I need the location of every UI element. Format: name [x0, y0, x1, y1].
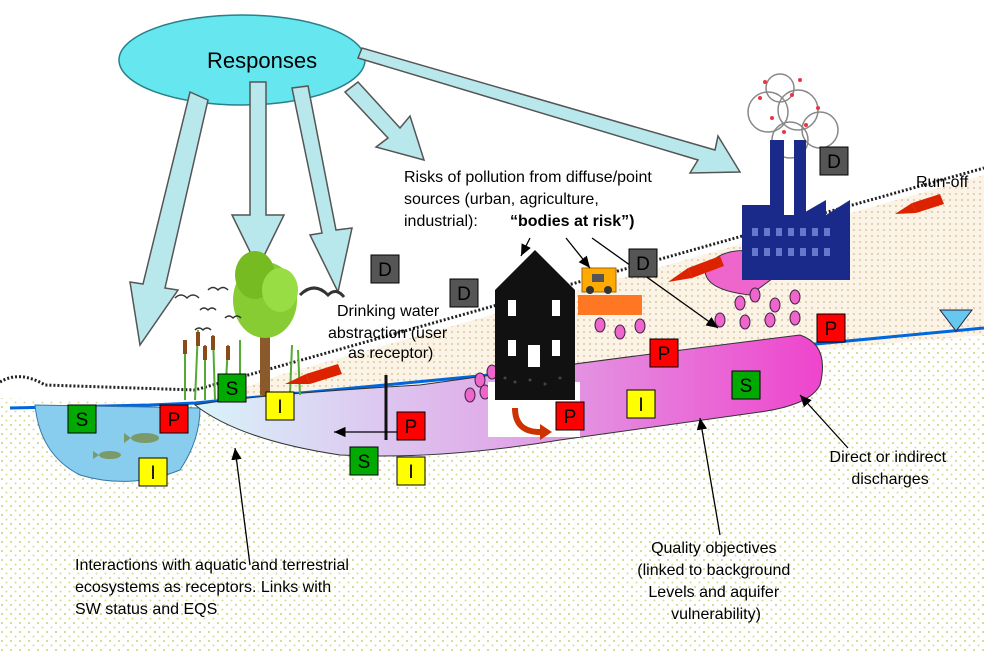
- response-arrow-1: [129, 90, 209, 347]
- badge-d-house: D: [449, 278, 479, 308]
- quality-line-1: Quality objectives: [651, 540, 776, 557]
- factory: [742, 73, 850, 280]
- pointer-arrows: [231, 237, 849, 566]
- house-discharge-arrow: [512, 407, 541, 435]
- smoke: [747, 73, 839, 159]
- land-surface-line: [0, 166, 984, 392]
- runoff-label: Run-off: [916, 174, 969, 191]
- quality-line-2: (linked to background: [637, 562, 790, 579]
- response-arrow-5: [356, 47, 742, 174]
- badge-i-2: I: [396, 456, 426, 486]
- drinking-water-label: Drinking water abstraction (user as rece…: [328, 303, 452, 362]
- interactions-line-2: ecosystems as receptors. Links with: [75, 579, 331, 596]
- badge-d-factory: D: [819, 146, 849, 176]
- response-arrow-4: [343, 80, 426, 162]
- svg-text:D: D: [457, 284, 471, 305]
- badge-s-1: S: [731, 370, 761, 400]
- risks-line-3: industrial):: [404, 213, 478, 230]
- quality-objectives-label: Quality objectives (linked to background…: [637, 540, 794, 623]
- svg-text:S: S: [226, 379, 239, 400]
- response-arrow-2: [230, 81, 286, 270]
- badge-s-tree: S: [217, 373, 247, 403]
- svg-text:S: S: [740, 376, 753, 397]
- drinking-line-2: abstraction (user: [328, 325, 448, 342]
- badges: D D D D P P P P P S S S S I I I I: [67, 146, 849, 487]
- badge-i-1: I: [626, 389, 656, 419]
- interactions-label: Interactions with aquatic and terrestria…: [75, 557, 353, 618]
- pollution-droplets: [464, 287, 801, 403]
- quality-line-3: Levels and aquifer: [648, 584, 779, 601]
- risks-label: Risks of pollution from diffuse/point so…: [404, 169, 656, 230]
- responses-label: Responses: [207, 48, 317, 73]
- svg-text:I: I: [150, 463, 155, 484]
- discharges-label: Direct or indirect discharges: [830, 449, 951, 488]
- svg-text:P: P: [825, 319, 838, 340]
- water-table-symbol: [938, 309, 974, 332]
- svg-text:D: D: [378, 260, 392, 281]
- badge-p-2: P: [649, 338, 679, 368]
- red-arrow-runoff: [912, 194, 944, 213]
- response-arrows: [129, 47, 742, 347]
- farm: [578, 267, 642, 315]
- response-arrow-3: [291, 85, 353, 295]
- badge-p-1: P: [816, 313, 846, 343]
- birds: [174, 286, 346, 332]
- discharges-line-1: Direct or indirect: [830, 449, 947, 466]
- svg-text:S: S: [358, 452, 371, 473]
- badge-i-tree: I: [265, 391, 295, 421]
- svg-text:I: I: [277, 397, 282, 418]
- interactions-line-3: SW status and EQS: [75, 601, 217, 618]
- badge-d-farm: D: [628, 248, 658, 278]
- badge-i-lake: I: [138, 457, 168, 487]
- badge-p-lake: P: [159, 404, 189, 434]
- red-arrow-tree: [306, 364, 342, 384]
- svg-text:I: I: [638, 395, 643, 416]
- interactions-line-1: Interactions with aquatic and terrestria…: [75, 557, 349, 574]
- house: [488, 250, 580, 440]
- tree: [233, 251, 298, 395]
- reed-heads: [183, 332, 230, 360]
- svg-text:P: P: [658, 344, 671, 365]
- quality-line-4: vulnerability): [671, 606, 761, 623]
- red-arrows: [285, 194, 944, 384]
- svg-text:D: D: [636, 254, 650, 275]
- drinking-line-1: Drinking water: [337, 303, 440, 320]
- badge-s-2: S: [349, 446, 379, 476]
- svg-text:I: I: [408, 462, 413, 483]
- red-arrow-farm: [688, 256, 724, 278]
- badge-d-1: D: [370, 254, 400, 284]
- risks-line-2: sources (urban, agriculture,: [404, 191, 599, 208]
- svg-text:D: D: [827, 152, 841, 173]
- svg-text:S: S: [76, 410, 89, 431]
- drinking-line-3: as receptor): [348, 345, 433, 362]
- badge-p-4: P: [396, 411, 426, 441]
- badge-p-3: P: [555, 401, 585, 431]
- svg-text:P: P: [168, 410, 181, 431]
- risks-bold-label: “bodies at risk”): [510, 213, 634, 230]
- badge-s-lake: S: [67, 404, 97, 434]
- svg-text:P: P: [405, 417, 418, 438]
- fish: [93, 433, 159, 459]
- svg-text:P: P: [564, 407, 577, 428]
- discharges-line-2: discharges: [851, 471, 928, 488]
- risks-line-1: Risks of pollution from diffuse/point: [404, 169, 652, 186]
